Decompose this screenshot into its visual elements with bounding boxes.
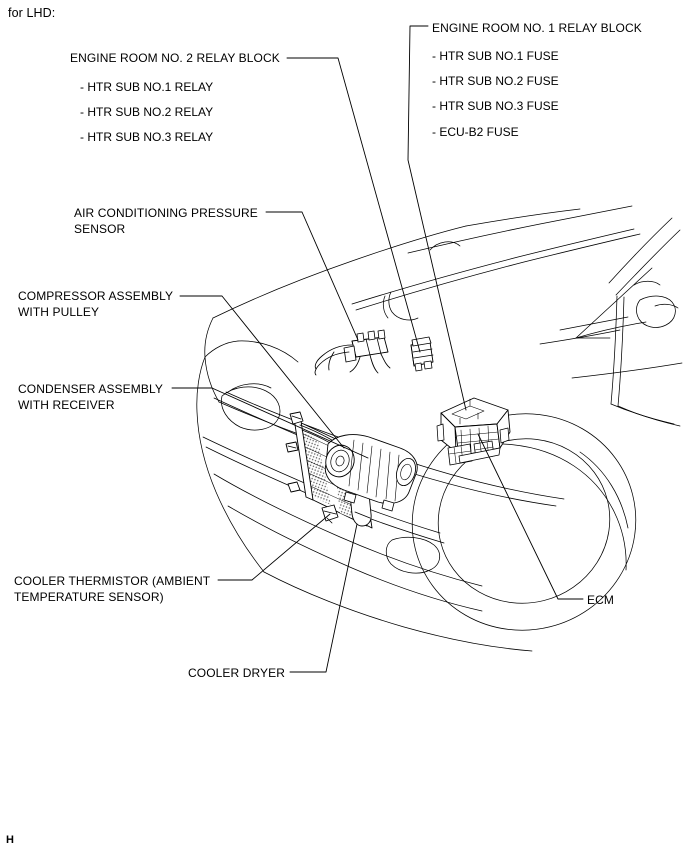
- variant-note: for LHD:: [8, 6, 56, 20]
- label-compressor-line1: COMPRESSOR ASSEMBLY: [18, 289, 174, 303]
- label-cooler-thermistor: COOLER THERMISTOR (AMBIENT TEMPERATURE SE…: [14, 573, 210, 605]
- leader-lines: [171, 25, 584, 673]
- body-side-panels: [539, 217, 683, 427]
- label-engine-room-no1-relay-block-title: ENGINE ROOM NO. 1 RELAY BLOCK: [432, 21, 642, 35]
- label-engine-room-no1-item-3: - ECU-B2 FUSE: [432, 125, 519, 139]
- leader-condenser: [171, 387, 369, 459]
- label-engine-room-no1-item-1: - HTR SUB NO.2 FUSE: [432, 74, 559, 88]
- label-cooler-dryer: COOLER DRYER: [188, 666, 286, 680]
- label-engine-room-no2-item-0: - HTR SUB NO.1 RELAY: [80, 80, 214, 94]
- label-condenser-line1: CONDENSER ASSEMBLY: [18, 382, 163, 396]
- leader-engine-room-no2: [286, 57, 421, 353]
- label-acp-line2: SENSOR: [74, 222, 126, 236]
- label-compressor-line2: WITH PULLEY: [18, 305, 100, 319]
- label-engine-room-no2-item-1: - HTR SUB NO.2 RELAY: [80, 105, 214, 119]
- air-conditioning-pressure-sensor-part: [314, 329, 391, 376]
- leader-cooler-thermistor: [217, 513, 331, 581]
- label-air-conditioning-pressure-sensor: AIR CONDITIONING PRESSURE SENSOR: [74, 205, 258, 237]
- leader-ac-pressure-sensor: [265, 211, 359, 341]
- leader-ecm: [477, 433, 584, 600]
- front-wheel: [411, 413, 637, 631]
- label-acp-line1: AIR CONDITIONING PRESSURE: [74, 206, 258, 220]
- label-engine-room-no2-relay-block-title: ENGINE ROOM NO. 2 RELAY BLOCK: [70, 51, 280, 65]
- leader-cooler-dryer: [289, 523, 358, 673]
- leader-engine-room-no1: [407, 25, 467, 411]
- engine-room-no1-relay-block-and-ecm-part: [436, 397, 511, 466]
- label-thermistor-line1: COOLER THERMISTOR (AMBIENT: [14, 574, 211, 588]
- label-condenser-assembly: CONDENSER ASSEMBLY WITH RECEIVER: [18, 381, 163, 413]
- label-thermistor-line2: TEMPERATURE SENSOR): [14, 590, 164, 604]
- label-engine-room-no1-item-2: - HTR SUB NO.3 FUSE: [432, 99, 559, 113]
- leader-compressor: [179, 295, 345, 449]
- label-compressor-assembly: COMPRESSOR ASSEMBLY WITH PULLEY: [18, 288, 173, 320]
- windshield-and-cowl: [351, 205, 641, 321]
- page-marker: H: [6, 834, 15, 846]
- engine-room-no2-relay-block-part: [410, 336, 434, 372]
- compressor-assembly-with-pulley: [324, 434, 418, 512]
- label-engine-room-no1-item-0: - HTR SUB NO.1 FUSE: [432, 49, 559, 63]
- label-ecm: ECM: [587, 593, 614, 607]
- label-engine-room-no2-item-2: - HTR SUB NO.3 RELAY: [80, 130, 214, 144]
- label-condenser-line2: WITH RECEIVER: [18, 398, 115, 412]
